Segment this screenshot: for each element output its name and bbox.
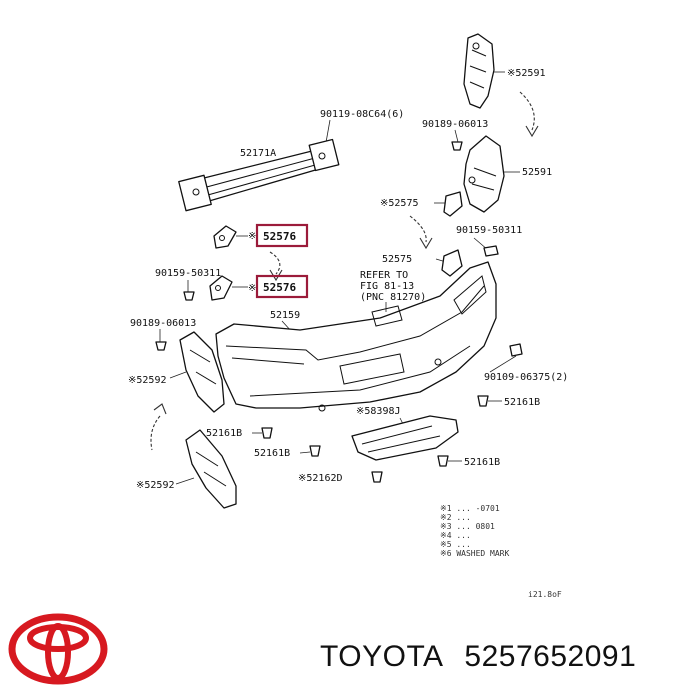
label-52592-a: ※52592 [128,375,166,386]
highlight-box-52576-a [255,223,309,248]
label-52592-b: ※52592 [136,480,174,491]
diagram-code: i21.8oF [528,590,562,599]
notes-block: ※1 ... -0701 ※2 ... ※3 ... 0801 ※4 ... ※… [440,504,510,558]
toyota-logo-icon [8,613,108,685]
note-6: ※6 WASHED MARK [440,549,510,558]
svg-text:※: ※ [248,283,256,294]
label-90109: 90109-06375(2) [484,372,568,383]
refer-line-1: REFER TO [360,270,408,281]
label-90189-a: 90189-06013 [422,119,488,130]
label-52591-top: ※52591 [507,68,545,79]
note-3: ※3 ... 0801 [440,522,495,531]
part-number: 5257652091 [464,640,637,673]
label-52159: 52159 [270,310,300,321]
svg-text:※: ※ [248,231,256,242]
label-52591-mid: 52591 [522,167,552,178]
label-90159-b: 90159-50311 [155,268,221,279]
part-52592-upper [179,331,225,413]
part-52592-lower [185,429,237,509]
note-2: ※2 ... [440,513,471,522]
label-52576-b: 52576 [263,281,296,294]
refer-line-3: (PNC 81270) [360,292,426,303]
label-52161B-c: 52161B [254,448,290,459]
assembly-arrow [519,91,535,131]
refer-line-2: FIG 81-13 [360,281,414,292]
note-4: ※4 ... [440,531,471,540]
highlight-box-52576-b [255,274,309,299]
label-52575-b: 52575 [382,254,412,265]
part-52159-bumper-cover [215,261,497,412]
part-52591-lower [463,135,505,213]
brand-name: TOYOTA [320,640,444,673]
note-5: ※5 ... [440,540,471,549]
label-52161B-b: 52161B [206,428,242,439]
part-52171A-reinforcement [178,138,340,212]
label-52575-a: ※52575 [380,198,418,209]
label-90119: 90119-08C64(6) [320,109,404,120]
part-52576-lower [209,275,233,301]
part-58398J-cover [351,415,459,461]
label-52161B-d: 52161B [464,457,500,468]
brand-part-caption: TOYOTA 5257652091 [320,640,692,686]
note-1: ※1 ... -0701 [440,504,500,513]
label-52161B-a: 52161B [504,397,540,408]
part-52576-upper [213,225,237,249]
part-52591-upper [463,33,495,109]
label-58398J: ※58398J [356,406,401,417]
label-52171A: 52171A [240,148,276,159]
label-52576-a: 52576 [263,230,296,243]
label-90159-a: 90159-50311 [456,225,522,236]
label-90189-b: 90189-06013 [130,318,196,329]
label-52162D: ※52162D [298,473,343,484]
